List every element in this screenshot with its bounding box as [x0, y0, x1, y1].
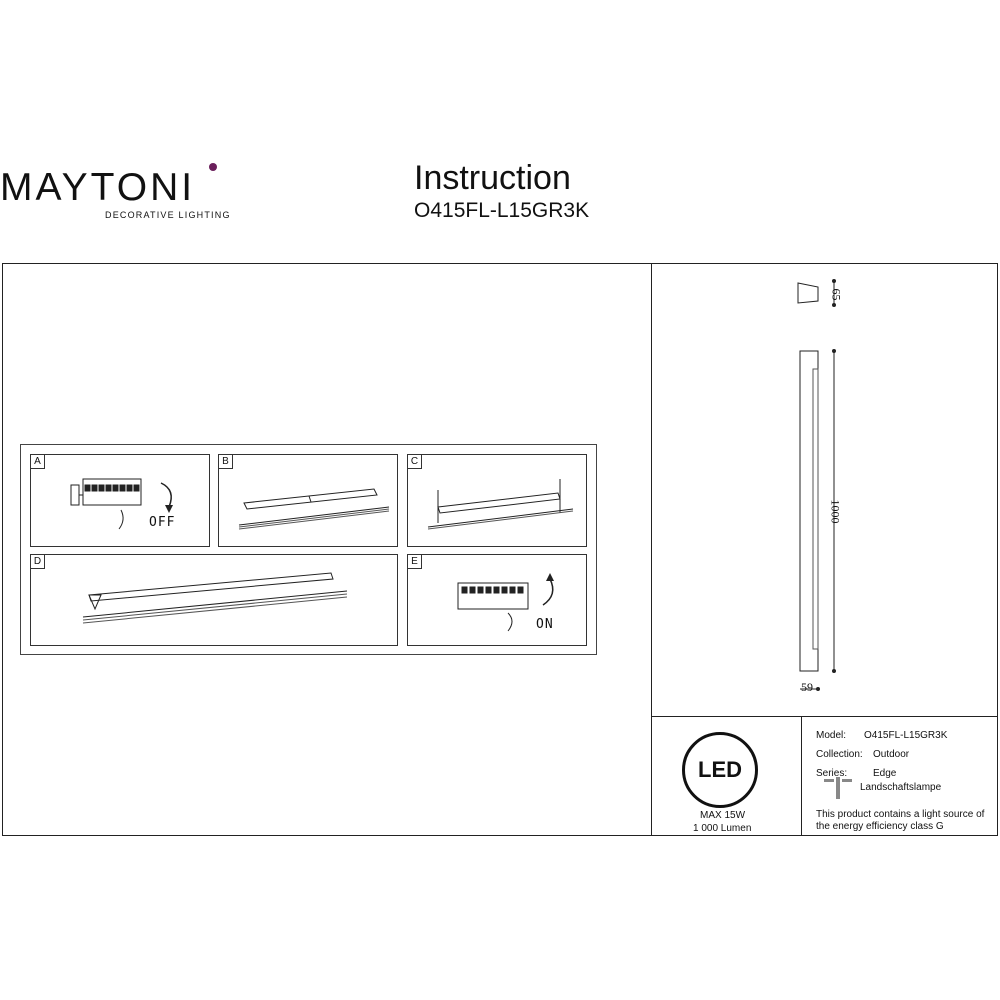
logo-accent-dot [209, 163, 217, 171]
installation-steps [20, 444, 597, 655]
step-panel-b: B [218, 454, 398, 547]
breaker-off-illustration [70, 478, 173, 530]
depth-dimension: 65 [829, 288, 844, 301]
led-icon: LED [682, 732, 758, 808]
dimension-drawing [797, 279, 836, 691]
collection-value: Outdoor [873, 749, 910, 760]
switch-on-label: ON [536, 617, 554, 632]
series-label: Series: [816, 768, 848, 779]
switch-off-label: OFF [149, 515, 176, 530]
type-value: Landschaftslampe [860, 782, 942, 793]
step-label: A [31, 455, 45, 469]
max-power: MAX 15W [700, 810, 746, 821]
breaker-on-illustration [457, 573, 554, 632]
anchor-illustration [427, 479, 574, 530]
step-panel-d: D [30, 554, 398, 646]
step-panel-c: C [407, 454, 587, 547]
step-label: C [408, 455, 422, 469]
instruction-frame [2, 263, 998, 836]
lamp-fixing-illustration [82, 572, 348, 624]
step-label: D [31, 555, 45, 569]
lumen-output: 1 000 Lumen [693, 823, 752, 834]
lamp-placement-illustration [238, 488, 390, 530]
led-badge-text: LED [698, 757, 742, 782]
brand-tagline: DECORATIVE LIGHTING [105, 210, 231, 220]
width-dimension: 59 [801, 680, 813, 694]
step-panel-e: E ON [407, 554, 587, 646]
model-number: O415FL-L15GR3K [414, 199, 590, 222]
model-label: Model: [816, 730, 847, 741]
landscape-lamp-icon [824, 777, 852, 799]
height-dimension: 1000 [828, 499, 843, 524]
step-label: B [219, 455, 233, 469]
energy-note: This product contains a light source of … [816, 809, 985, 832]
step-label: E [408, 555, 422, 569]
page-title: Instruction [414, 159, 571, 197]
series-value: Edge [873, 768, 897, 779]
collection-label: Collection: [816, 749, 863, 760]
model-value: O415FL-L15GR3K [864, 730, 948, 741]
brand-logo: MAYTONI [0, 166, 196, 209]
step-panel-a: A OFF [30, 454, 210, 547]
